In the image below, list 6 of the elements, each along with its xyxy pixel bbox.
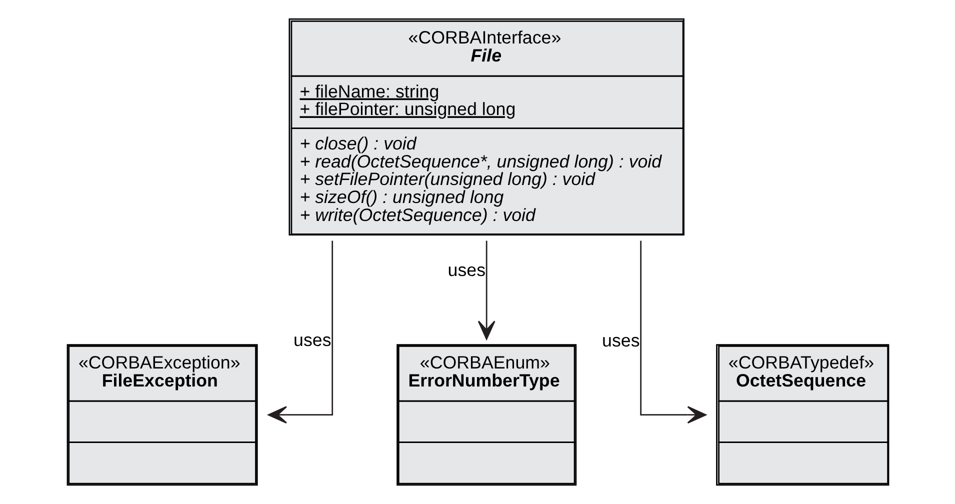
- arrow: [640, 240, 706, 424]
- arrow: [477, 240, 495, 340]
- edge-label: uses: [293, 330, 331, 350]
- edge-label: uses: [447, 260, 486, 280]
- arrow: [267, 240, 333, 424]
- edge-label: uses: [602, 330, 640, 350]
